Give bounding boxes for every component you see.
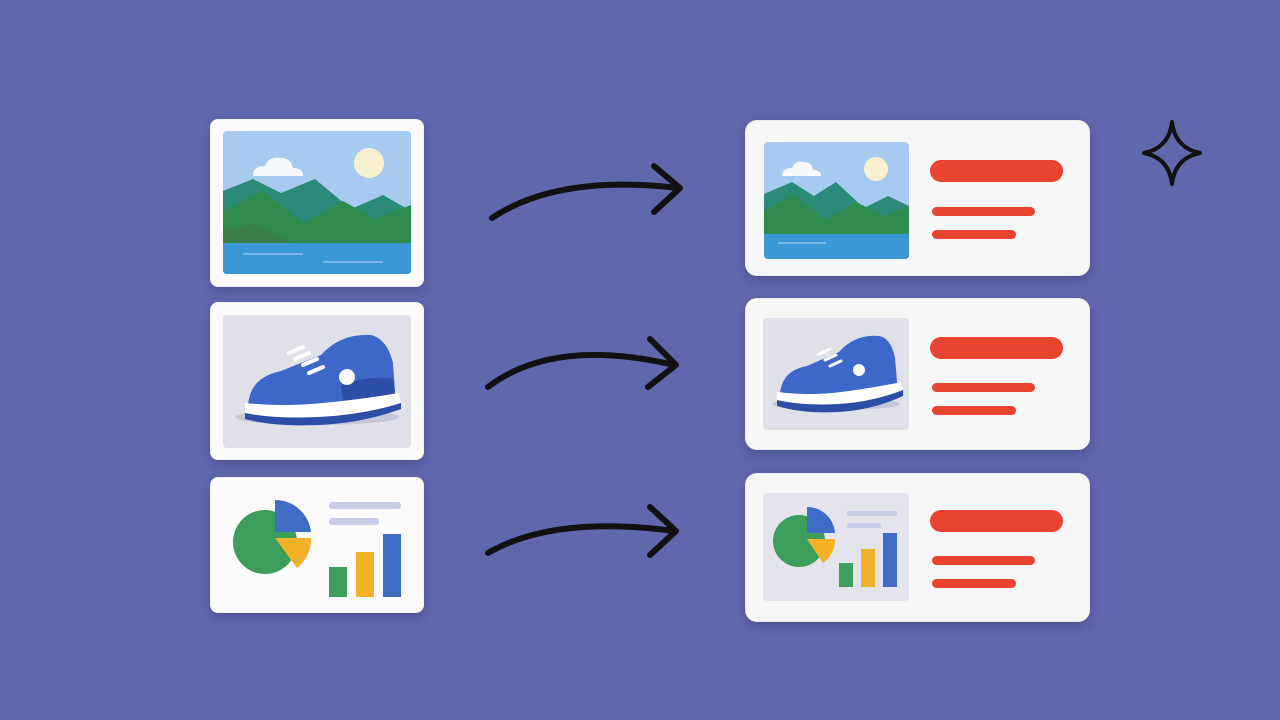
text-line xyxy=(932,383,1035,392)
title-bar xyxy=(930,510,1063,532)
output-card-landscape xyxy=(745,120,1090,276)
title-bar xyxy=(930,160,1063,182)
sparkle-icon xyxy=(1140,118,1204,192)
arrow-icon xyxy=(484,335,684,395)
input-card-sneaker xyxy=(210,302,424,460)
output-card-sneaker xyxy=(745,298,1090,450)
arrow-icon xyxy=(488,160,688,224)
input-card-landscape xyxy=(210,119,424,287)
sneaker-image xyxy=(763,318,909,430)
landscape-image xyxy=(223,131,411,274)
output-card-chart xyxy=(745,473,1090,622)
text-line xyxy=(932,406,1016,415)
chart-image xyxy=(763,493,909,601)
text-line xyxy=(932,207,1035,216)
chart-image xyxy=(223,490,411,600)
arrow-icon xyxy=(484,503,684,563)
sneaker-image xyxy=(223,315,411,448)
text-line xyxy=(932,579,1016,588)
text-line xyxy=(932,556,1035,565)
input-card-chart xyxy=(210,477,424,613)
title-bar xyxy=(930,337,1063,359)
text-line xyxy=(932,230,1016,239)
landscape-image xyxy=(764,142,909,259)
